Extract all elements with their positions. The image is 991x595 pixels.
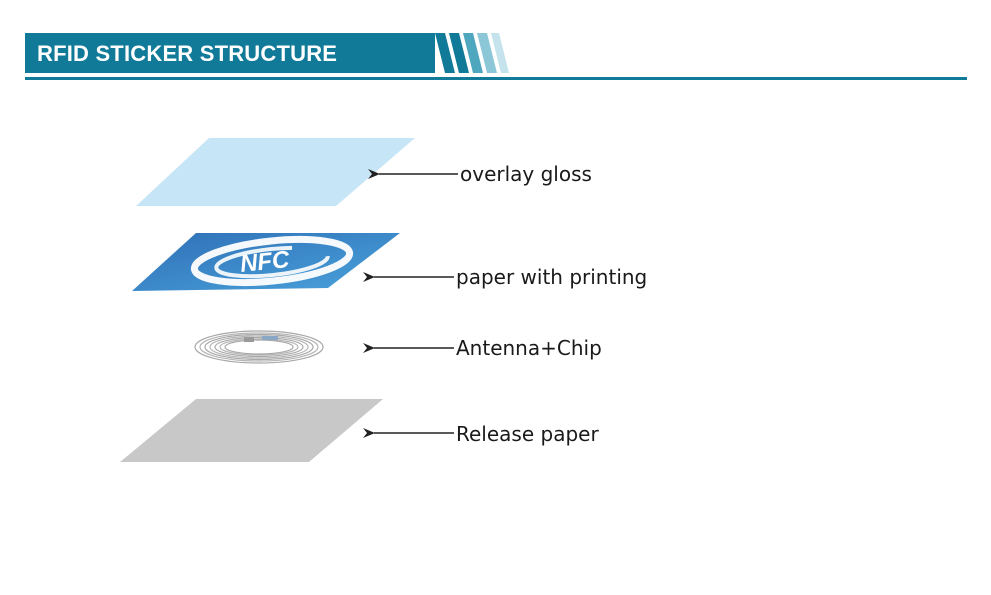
label-release-paper: Release paper [456,422,599,446]
header-stripes [435,33,509,73]
page-title: RFID STICKER STRUCTURE [37,41,338,66]
label-paper-with-printing: paper with printing [456,265,648,289]
chip [244,337,254,342]
header: RFID STICKER STRUCTURE [25,33,967,81]
header-bar: RFID STICKER STRUCTURE [25,33,435,73]
release-paper-layer [120,399,383,462]
antenna-chip-layer [194,330,324,364]
paper-with-printing-layer: NFC [132,233,400,291]
label-overlay-gloss: overlay gloss [460,162,592,186]
nfc-logo-text: NFC [239,246,292,278]
overlay-gloss-layer [136,138,415,206]
label-antenna-chip: Antenna+Chip [456,336,602,360]
header-underline [25,77,967,80]
